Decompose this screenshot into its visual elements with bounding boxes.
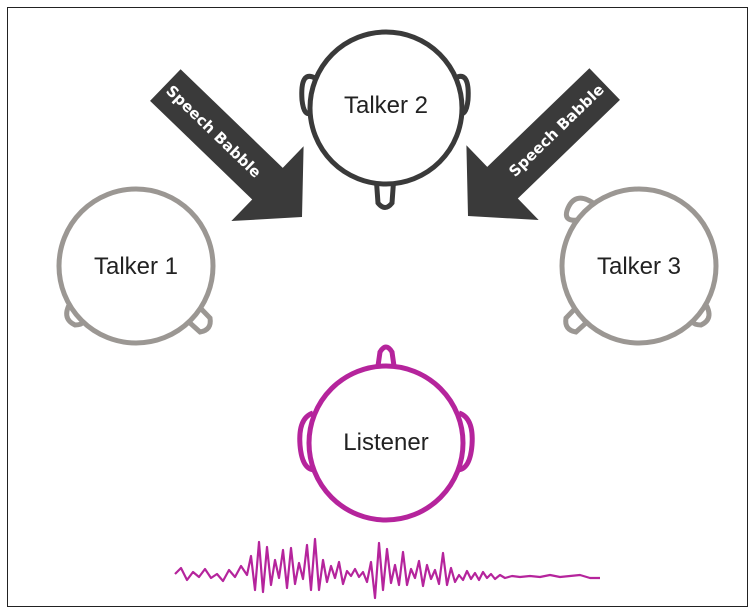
arrow-shape: [150, 69, 304, 222]
listener-head: [297, 344, 475, 523]
arrow-label: Speech Babble: [505, 81, 607, 181]
speech-waveform: [174, 537, 600, 600]
talker-2-skull: [307, 29, 465, 187]
talker-2-head: [299, 29, 471, 210]
talker-1-head: [56, 186, 216, 346]
talker-3-label: Talker 3: [597, 253, 681, 280]
talker-1-skull: [56, 186, 216, 346]
arrow-shape: [466, 68, 620, 221]
talker-3-skull: [559, 186, 719, 346]
arrow-label: Speech Babble: [162, 82, 264, 182]
talker-3-head: [559, 186, 719, 346]
talker-3-ear-left: [563, 195, 598, 223]
talker-2-label: Talker 2: [344, 92, 428, 119]
listener-skull: [306, 363, 466, 523]
listener-label: Listener: [343, 429, 428, 456]
talker-1-label: Talker 1: [94, 253, 178, 280]
